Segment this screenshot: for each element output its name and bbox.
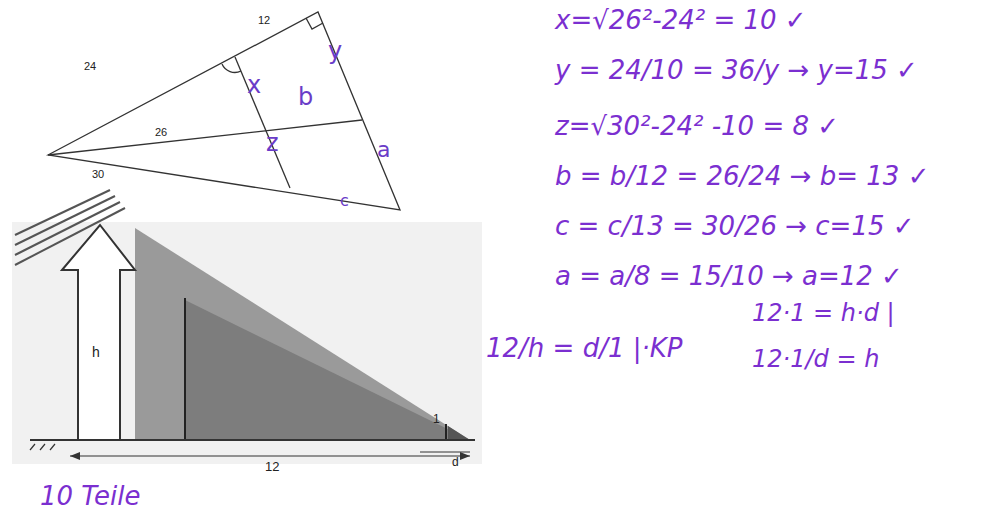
handwritten-equation: 12·1/d = h [752, 346, 879, 372]
angle-mark [222, 64, 241, 72]
length-label: 1 [433, 413, 440, 426]
handwritten-equation: y = 24/10 = 36/y → y=15 ✓ [555, 56, 918, 85]
length-label: d [452, 456, 459, 469]
variable-name: y [328, 38, 342, 64]
median-line [48, 120, 362, 155]
variable-name: c [340, 192, 349, 210]
handwritten-equation: b = b/12 = 26/24 → b= 13 ✓ [555, 162, 929, 191]
handwritten-equation: 12/h = d/1 |·KP [486, 334, 682, 363]
shadow-illustration [12, 190, 482, 464]
variable-name: x [247, 72, 261, 98]
variable-name: z [266, 130, 279, 156]
variable-name: a [377, 138, 390, 162]
side-length: 24 [84, 60, 96, 72]
handwritten-equation: c = c/13 = 30/26 → c=15 ✓ [555, 212, 915, 241]
side-length: 12 [258, 14, 270, 26]
length-label: 12 [265, 460, 279, 474]
side-length: 26 [155, 126, 167, 138]
right-angle-mark [306, 18, 323, 29]
handwritten-note: 10 Teile [40, 482, 140, 511]
handwritten-equation: 12·1 = h·d | [752, 300, 895, 326]
cross-line [235, 57, 290, 188]
handwritten-equation: z=√30²-24² -10 = 8 ✓ [555, 112, 839, 141]
height-label: h [92, 345, 100, 360]
handwritten-equation: a = a/8 = 15/10 → a=12 ✓ [555, 262, 903, 291]
variable-name: b [298, 84, 313, 110]
triangle-outline [48, 12, 400, 210]
side-length: 30 [92, 168, 104, 180]
handwritten-equation: x=√26²-24² = 10 ✓ [555, 6, 807, 35]
